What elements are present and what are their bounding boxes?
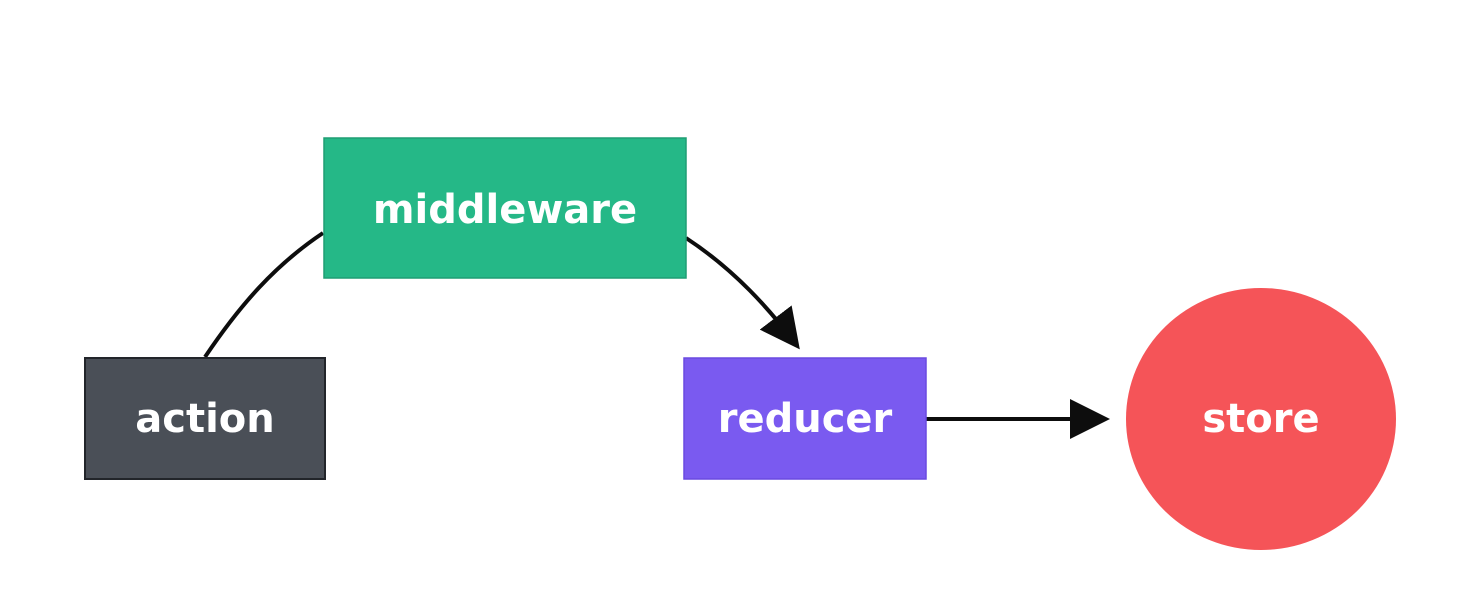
reducer-label: reducer: [718, 396, 893, 442]
store-label: store: [1202, 396, 1319, 442]
node-reducer: reducer: [683, 357, 927, 480]
action-box: [84, 357, 326, 480]
edge-action-to-middleware: [203, 231, 325, 359]
action-label: action: [135, 396, 275, 442]
reducer-box: [683, 357, 927, 480]
node-action: action: [84, 357, 326, 480]
node-middleware: middleware: [323, 137, 687, 279]
node-store: store: [1126, 288, 1396, 550]
store-circle: [1126, 288, 1396, 550]
middleware-label: middleware: [373, 187, 637, 233]
edge-middleware-to-reducer: [684, 236, 800, 350]
middleware-box: [323, 137, 687, 279]
